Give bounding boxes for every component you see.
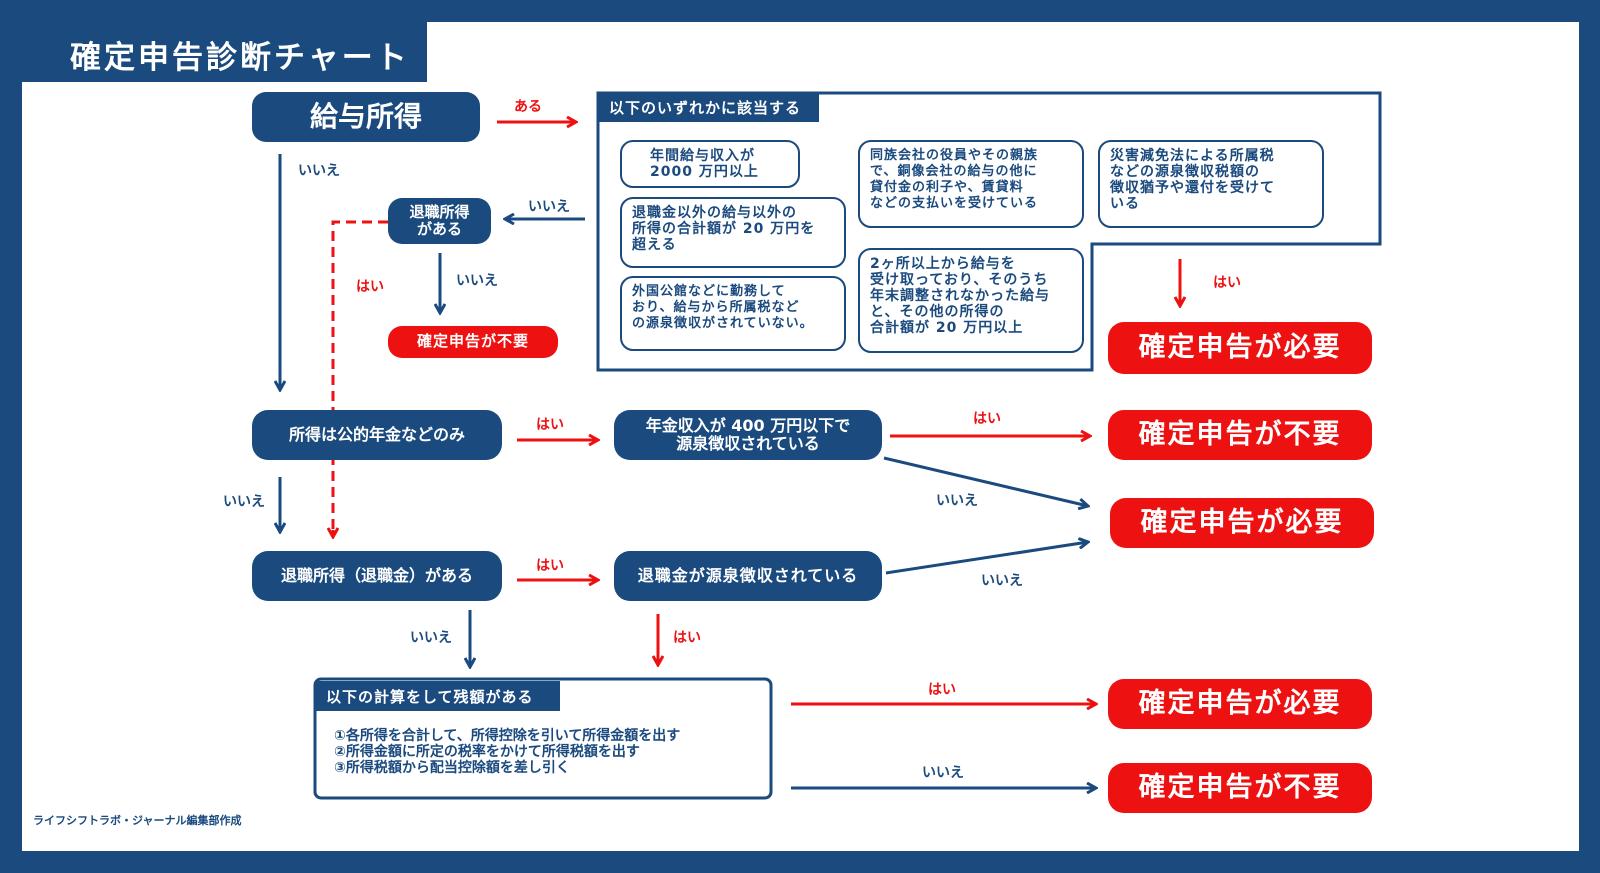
- calculation-frame: [313, 677, 773, 800]
- label-iie: いいえ: [936, 493, 978, 509]
- arrow-retire-withheld-no: [885, 542, 1088, 575]
- label-hai: はい: [928, 682, 956, 698]
- conditions-frame: [596, 91, 1382, 372]
- conditions-header: 以下のいずれかに該当する: [599, 94, 819, 122]
- result-needed-1: 確定申告が必要: [1108, 322, 1372, 374]
- condition-item: 2ヶ所以上から給与を 受け取っており、そのうち 年末調整されなかった給与 と、そ…: [858, 248, 1084, 353]
- calc-line-1: ①各所得を合計して、所得控除を引いて所得金額を出す: [334, 728, 681, 744]
- node-not-needed-small: 確定申告が不要: [388, 326, 558, 358]
- condition-item: 年間給与収入が 2000 万円以上: [620, 140, 800, 188]
- label-aru: ある: [514, 99, 542, 115]
- result-not-needed-1: 確定申告が不要: [1108, 410, 1372, 460]
- result-needed-2: 確定申告が必要: [1110, 498, 1374, 548]
- node-retirement: 退職所得（退職金）がある: [252, 551, 502, 601]
- condition-item: 災害減免法による所属税 などの源泉徴収税額の 徴収猶予や還付を受けて いる: [1098, 140, 1324, 228]
- node-pension-only: 所得は公的年金などのみ: [252, 410, 502, 460]
- credit-text: ライフシフトラボ・ジャーナル編集部作成: [33, 814, 242, 827]
- result-needed-3: 確定申告が必要: [1108, 679, 1372, 729]
- label-iie: いいえ: [223, 494, 265, 510]
- label-iie: いいえ: [981, 573, 1023, 589]
- label-iie: いいえ: [456, 273, 498, 289]
- arrow-pension-cond-no: [883, 456, 1088, 506]
- condition-item: 同族会社の役員やその親族 で、銅像会社の給与の他に 貸付金の利子や、賃貸料 など…: [858, 140, 1084, 228]
- label-hai: はい: [356, 279, 384, 295]
- calc-line-3: ③所得税額から配当控除額を差し引く: [334, 760, 570, 776]
- label-hai: はい: [1213, 275, 1241, 291]
- title-bar: 確定申告診断チャート: [22, 22, 427, 82]
- node-pension-condition-label: 年金収入が 400 万円以下で 源泉徴収されている: [645, 415, 851, 453]
- calculation-lines: ①各所得を合計して、所得控除を引いて所得金額を出す ②所得金額に所定の税率をかけ…: [334, 728, 680, 776]
- node-salary: 給与所得: [252, 92, 480, 142]
- label-iie: いいえ: [922, 765, 964, 781]
- label-iie: いいえ: [298, 163, 340, 179]
- label-hai: はい: [673, 630, 701, 646]
- arrow-retire-yes-dashed: [331, 220, 388, 536]
- label-hai: はい: [973, 411, 1001, 427]
- label-iie: いいえ: [410, 630, 452, 646]
- condition-item: 外国公館などに勤務して おり、給与から所属税など の源泉徴収がされていない。: [620, 276, 846, 351]
- label-iie: いいえ: [528, 199, 570, 215]
- calc-line-2: ②所得金額に所定の税率をかけて所得税額を出す: [334, 744, 640, 760]
- condition-item: 退職金以外の給与以外の 所得の合計額が 20 万円を 超える: [620, 197, 846, 268]
- calculation-header: 以下の計算をして残額がある: [316, 681, 560, 711]
- label-hai: はい: [536, 558, 564, 574]
- result-not-needed-2: 確定申告が不要: [1108, 763, 1372, 813]
- node-retirement-income: 退職所得 がある: [388, 198, 491, 244]
- node-retire-withheld: 退職金が源泉徴収されている: [614, 551, 882, 601]
- node-retirement-income-label: 退職所得 がある: [409, 202, 470, 238]
- node-pension-condition: 年金収入が 400 万円以下で 源泉徴収されている: [614, 410, 882, 460]
- page-title: 確定申告診断チャート: [70, 40, 410, 76]
- label-hai: はい: [536, 417, 564, 433]
